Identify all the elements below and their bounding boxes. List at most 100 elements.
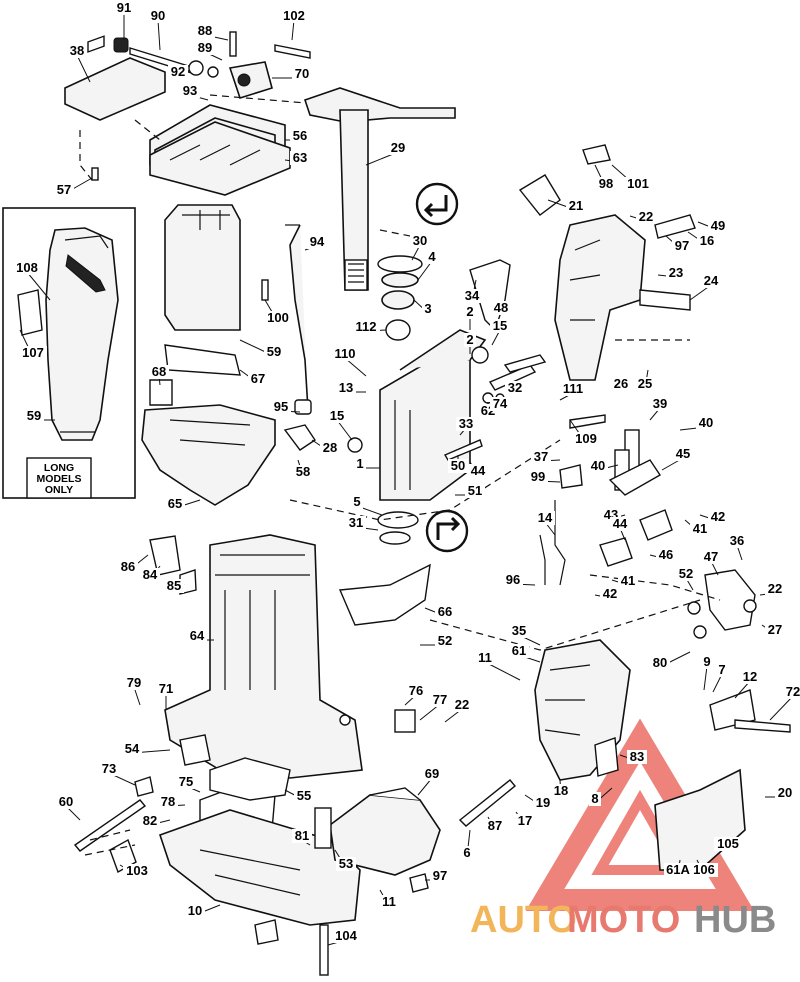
callout-leader-line [26, 271, 51, 301]
drive-shaft-housing [149, 534, 431, 779]
callout-number: 23 [669, 265, 683, 280]
inset-label-line3: ONLY [45, 484, 73, 496]
callout-label-bg [140, 814, 160, 828]
callout-label-bg [168, 65, 188, 79]
callout-label-bg [264, 345, 284, 359]
callout-number: 59 [267, 344, 281, 359]
callout-label-bg [264, 311, 292, 325]
callout-number: 49 [711, 218, 725, 233]
callout-number: 75 [179, 774, 193, 789]
callout-label-bg [588, 459, 608, 473]
callout-label-bg [430, 869, 450, 883]
callout-label-bg [99, 762, 119, 776]
callout-number: 72 [786, 684, 800, 699]
callout-number: 102 [283, 8, 305, 23]
callout-label-bg [56, 795, 76, 809]
callout-label-bg [566, 199, 586, 213]
callout-number: 26 [614, 376, 628, 391]
callout-label-bg [464, 333, 476, 347]
callout-number: 17 [518, 813, 532, 828]
callout-number: 56 [293, 128, 307, 143]
callout-label-bg [122, 742, 142, 756]
callout-number: 84 [143, 567, 158, 582]
callout-number: 52 [679, 566, 693, 581]
callout-number: 1 [356, 456, 363, 471]
callout-number: 28 [323, 440, 337, 455]
callout-label-bg [354, 457, 366, 471]
callout-label-bg [388, 141, 408, 155]
callout-label-bg [292, 829, 312, 843]
callout-number: 44 [471, 463, 486, 478]
callout-label-bg [336, 381, 356, 395]
callout-number: 92 [171, 64, 185, 79]
callout-number: 11 [382, 894, 396, 909]
callout-label-bg [572, 432, 600, 446]
callout-label-bg [627, 750, 647, 764]
callout-number: 38 [70, 43, 84, 58]
callout-number: 97 [675, 238, 689, 253]
callout-label-bg [351, 495, 363, 509]
callout-number: 40 [699, 415, 713, 430]
callout-number: 44 [613, 516, 628, 531]
callout-number: 77 [433, 692, 447, 707]
callout-number: 85 [167, 578, 181, 593]
callout-number: 34 [465, 288, 480, 303]
callout-number: 11 [478, 650, 492, 665]
callout-leader-line [703, 665, 708, 691]
callout-label-bg [346, 516, 366, 530]
callout-number: 57 [57, 182, 71, 197]
callout-label-bg [464, 305, 476, 319]
callout-number: 36 [730, 533, 744, 548]
callout-number: 96 [506, 572, 520, 587]
callout-label-bg [531, 450, 551, 464]
callout-number: 111 [563, 381, 583, 396]
clamp-brackets [458, 144, 791, 871]
callout-leader-line [336, 419, 353, 441]
callout-number: 79 [127, 675, 141, 690]
callout-number: 101 [627, 176, 649, 191]
callout-number: 6 [463, 845, 470, 860]
callout-label-bg [765, 623, 785, 637]
callout-label-bg [149, 365, 169, 379]
callout-number: 25 [638, 376, 652, 391]
callout-number: 37 [534, 449, 548, 464]
callout-number: 108 [16, 260, 38, 275]
callout-label-bg [195, 24, 215, 38]
callout-number: 8 [591, 791, 598, 806]
callout-number: 19 [536, 795, 550, 810]
callout-number: 2 [466, 332, 473, 347]
callout-number: 82 [143, 813, 157, 828]
callout-label-bg [650, 397, 670, 411]
callout-number: 14 [538, 510, 553, 525]
callout-label-bg [528, 470, 548, 484]
callout-label-bg [697, 234, 717, 248]
callout-label-bg [176, 775, 196, 789]
callout-number: 90 [151, 8, 165, 23]
callout-number: 83 [630, 749, 644, 764]
callout-label-bg [280, 9, 308, 23]
callout-label-bg [379, 895, 399, 909]
callout-number: 80 [653, 655, 667, 670]
callout-number: 29 [391, 140, 405, 155]
callout-number: 105 [717, 836, 739, 851]
callout-label-bg [672, 239, 692, 253]
callout-leader-line [76, 54, 91, 83]
callout-label-bg [490, 319, 510, 333]
callout-label-bg [503, 573, 523, 587]
callout-label-bg [727, 534, 747, 548]
callout-label-bg [292, 67, 312, 81]
callout-number: 15 [330, 408, 344, 423]
callout-number: 39 [653, 396, 667, 411]
callout-label-bg [456, 417, 476, 431]
callout-label-bg [701, 550, 721, 564]
callout-number: 110 [335, 346, 356, 361]
callout-label-bg [664, 863, 692, 877]
callout-number: 13 [339, 380, 353, 395]
callout-number: 61 [512, 643, 526, 658]
callout-label-bg [422, 767, 442, 781]
callout-number: 31 [349, 515, 363, 530]
callout-number: 41 [621, 573, 635, 588]
callout-label-bg [118, 560, 138, 574]
callout-label-bg [448, 459, 468, 473]
callout-label-bg [248, 372, 268, 386]
